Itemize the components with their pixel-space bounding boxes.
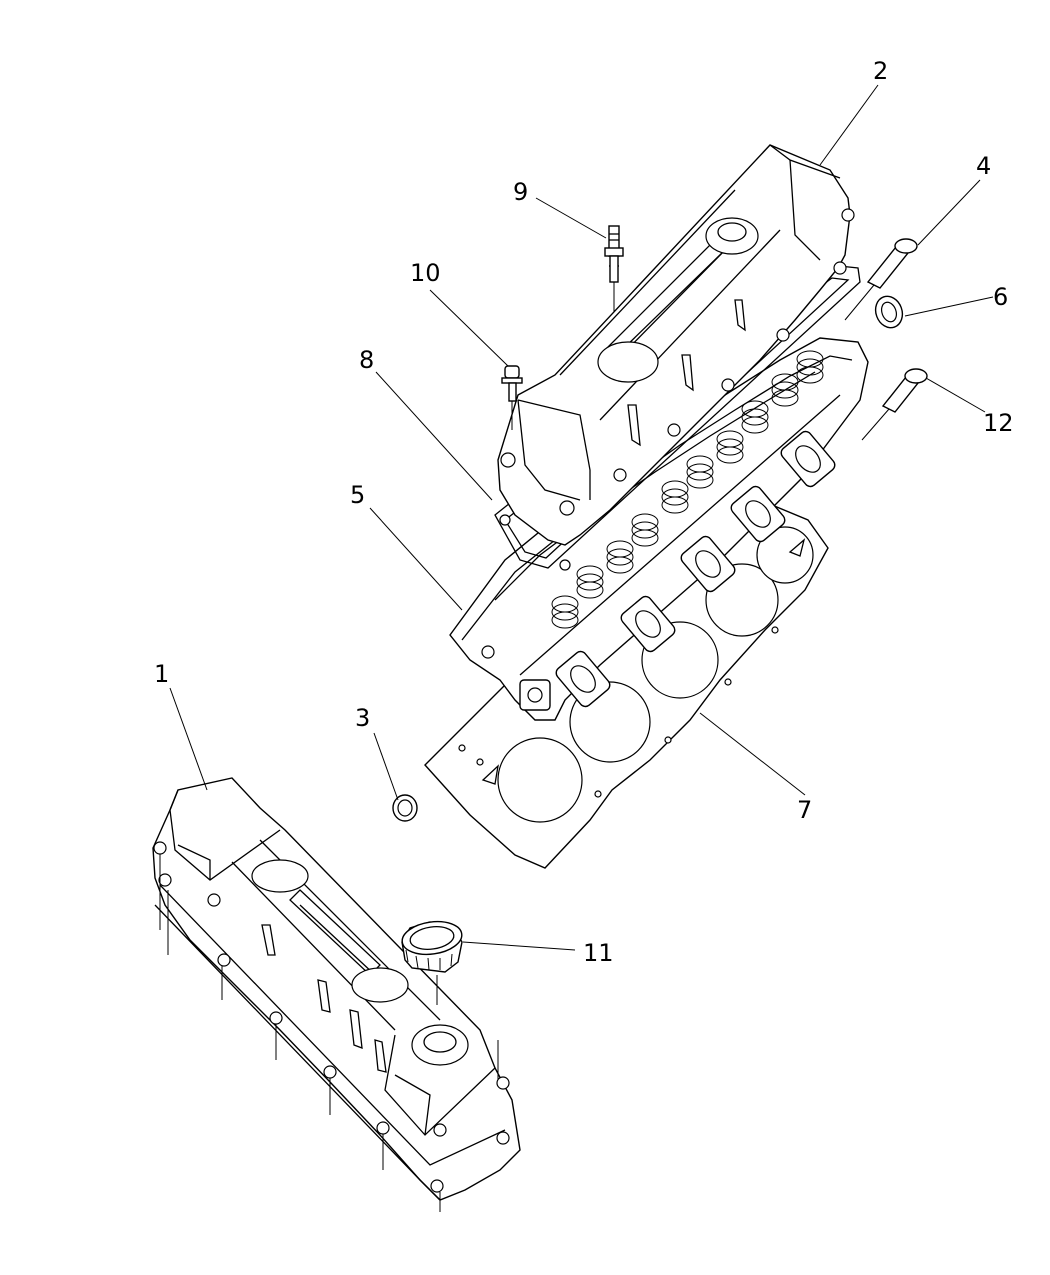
oil-filler-cap	[401, 920, 463, 1005]
callout-2: 2	[873, 57, 889, 85]
callout-8: 8	[359, 346, 375, 374]
callout-3: 3	[355, 704, 371, 732]
callout-4: 4	[976, 152, 992, 180]
port-flanges	[555, 430, 836, 708]
cylinder-head	[449, 337, 869, 721]
leader-lines	[169, 84, 994, 951]
valve-cover-left	[152, 777, 521, 1212]
washer-small	[392, 794, 418, 822]
callout-11: 11	[583, 939, 614, 967]
callout-12: 12	[983, 409, 1014, 437]
callout-6: 6	[993, 283, 1009, 311]
cover-bolt	[501, 365, 523, 430]
head-bolt	[861, 368, 928, 441]
callout-10: 10	[410, 259, 441, 287]
callout-7: 7	[797, 796, 813, 824]
valve-cover-right	[497, 144, 855, 546]
valve-springs	[551, 350, 824, 629]
callout-1: 1	[154, 660, 170, 688]
head-bolt-long	[844, 238, 918, 321]
callout-5: 5	[350, 481, 366, 509]
washer-large	[874, 295, 904, 329]
stud-bolt	[604, 225, 624, 312]
callout-9: 9	[513, 178, 529, 206]
